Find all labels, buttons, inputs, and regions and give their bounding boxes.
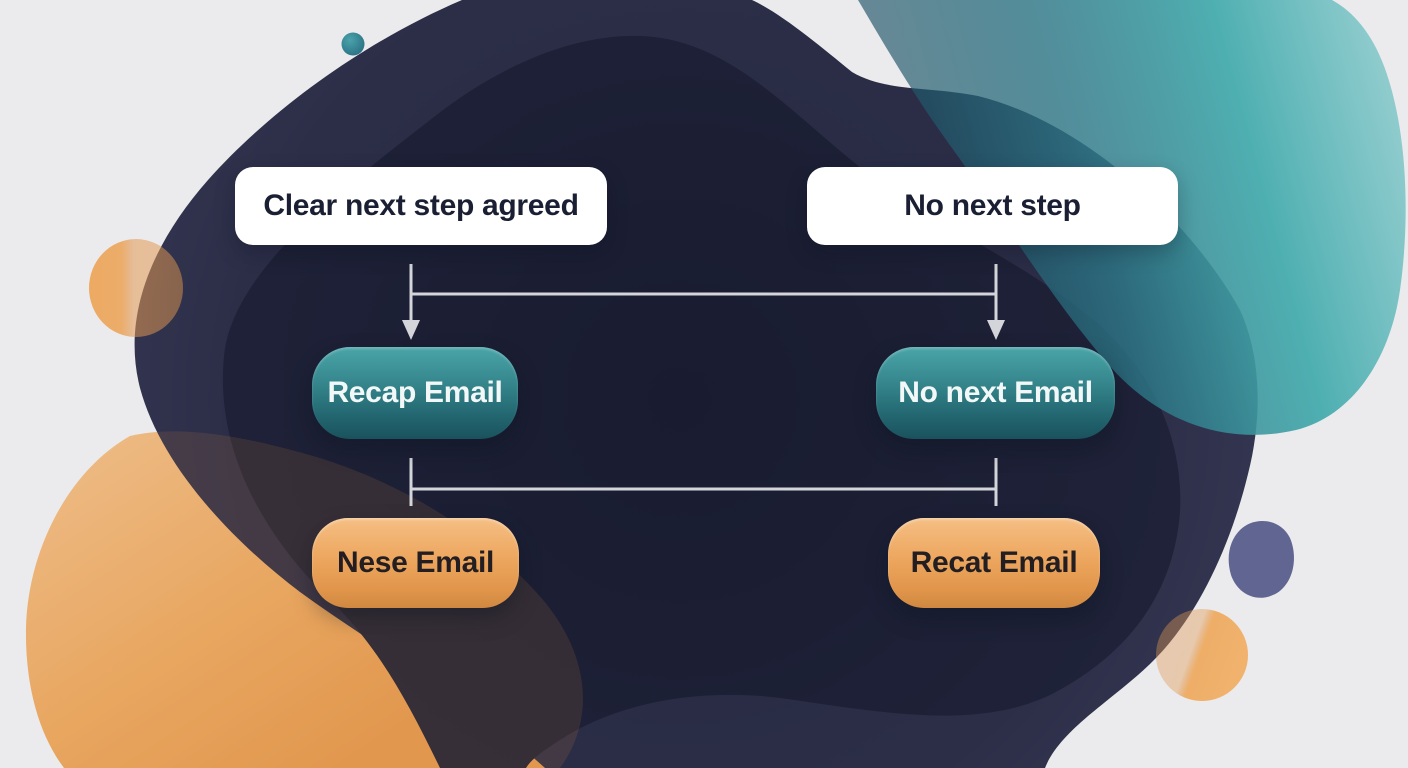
- node-no-next-step: No next step: [807, 167, 1178, 245]
- teal-dot: [341, 32, 365, 56]
- purple-blob: [1228, 520, 1294, 598]
- arrow-down-right-icon: [987, 320, 1005, 340]
- connector-row-1: [409, 264, 998, 322]
- orange-circle-right: [1156, 609, 1248, 701]
- node-recat-email: Recat Email: [888, 518, 1100, 608]
- node-recap-email: Recap Email: [312, 347, 518, 439]
- arrow-down-left-icon: [402, 320, 420, 340]
- node-clear-next-step-agreed: Clear next step agreed: [235, 167, 607, 245]
- node-no-next-email: No next Email: [876, 347, 1115, 439]
- node-nese-email: Nese Email: [312, 518, 519, 608]
- connector-row-2: [409, 458, 998, 506]
- orange-overlap-tint: [25, 431, 583, 768]
- orange-circle-left: [89, 239, 183, 337]
